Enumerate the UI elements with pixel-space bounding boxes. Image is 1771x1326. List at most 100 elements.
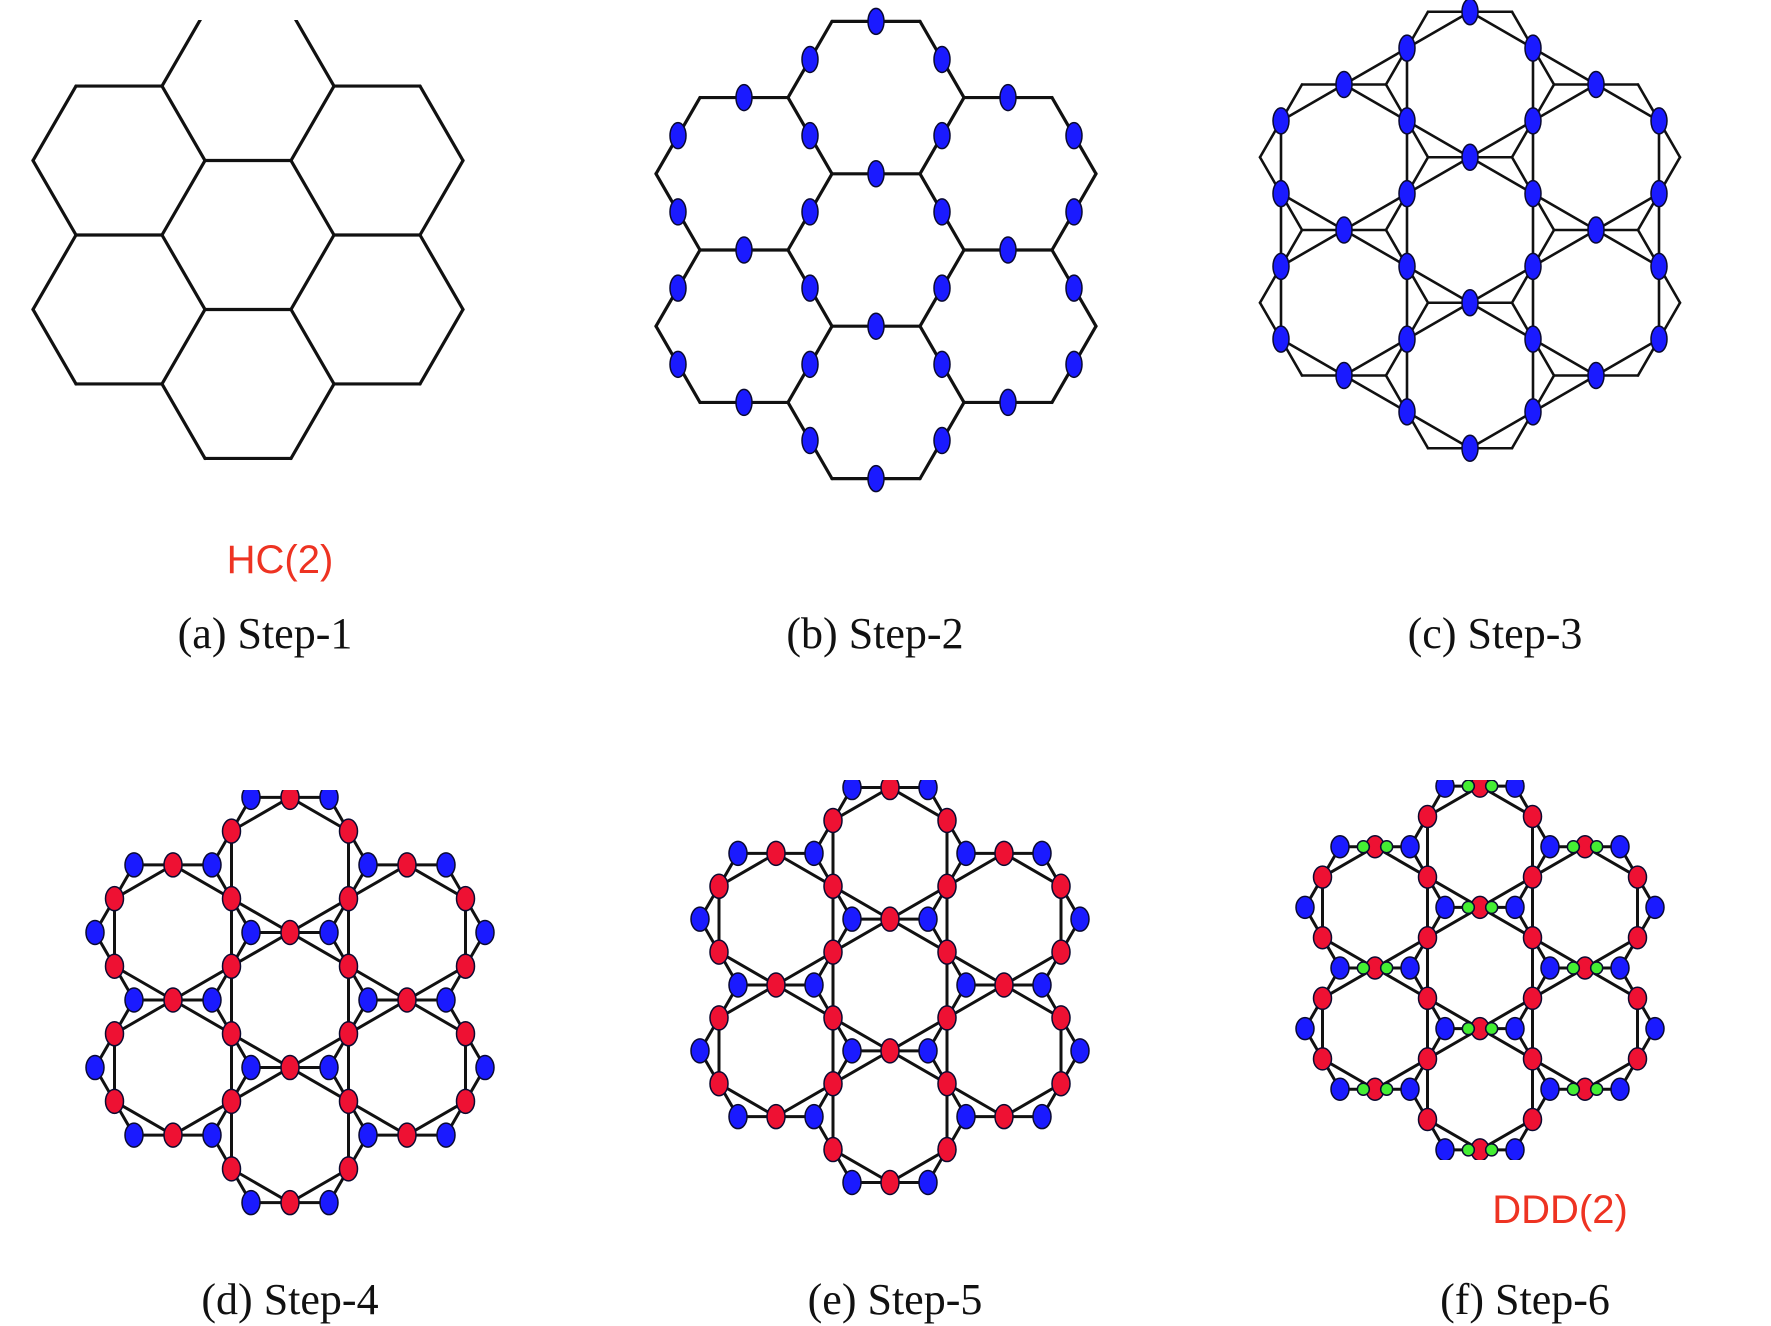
line-graph-edge [1342, 192, 1409, 232]
lattice-edge [288, 1066, 350, 1103]
blue-vertex [842, 1038, 862, 1064]
blue-vertex [436, 1122, 456, 1148]
blue-vertex [241, 790, 261, 811]
lattice-edge [171, 964, 233, 1002]
blue-vertex [202, 852, 222, 878]
line-graph-edge [1279, 228, 1346, 268]
blue-vertex [202, 1122, 222, 1148]
blue-vertex [241, 1189, 261, 1216]
green-vertex [1356, 840, 1371, 854]
blue-vertex [918, 906, 938, 932]
line-graph-vertex [1272, 252, 1290, 281]
subdivision-vertex [933, 274, 951, 302]
line-graph-edge [1342, 228, 1409, 268]
line-graph-edge [1531, 228, 1598, 268]
blue-vertex [319, 790, 339, 811]
red-vertex [1522, 986, 1543, 1011]
line-graph-edge [1468, 265, 1535, 305]
line-graph-vertex [1461, 143, 1479, 172]
lattice-edge [288, 795, 350, 833]
line-graph-vertex [1398, 107, 1416, 135]
blue-vertex [124, 1122, 144, 1148]
lattice-edge [888, 1016, 949, 1053]
red-vertex [823, 1136, 843, 1163]
panel-f-step6-graph [1295, 780, 1665, 1160]
panel-f-tag: DDD(2) [1492, 1188, 1628, 1232]
lattice-edge [1002, 983, 1063, 1020]
blue-vertex [956, 972, 976, 998]
subdivision-vertex [1065, 198, 1083, 226]
lattice-edge [717, 950, 778, 987]
red-vertex [994, 972, 1014, 998]
lattice-edge [288, 930, 350, 968]
lattice-edge [347, 1099, 409, 1137]
subdivision-vertex [669, 274, 687, 302]
red-vertex [1522, 1047, 1543, 1071]
lattice-edge [347, 964, 409, 1002]
red-vertex [104, 1088, 125, 1115]
blue-vertex [956, 1103, 976, 1130]
blue-vertex [319, 919, 339, 946]
honeycomb-edge [289, 382, 336, 461]
red-vertex [455, 1088, 476, 1115]
blue-vertex [1610, 1077, 1630, 1101]
blue-vertex [319, 1189, 339, 1216]
subdivision-vertex [735, 83, 753, 112]
subdivision-vertex [1065, 121, 1083, 150]
line-graph-vertex [1524, 179, 1542, 208]
blue-vertex [85, 919, 105, 946]
honeycomb-edge [289, 307, 336, 386]
red-vertex [455, 1021, 476, 1047]
honeycomb-edge [31, 233, 78, 312]
lattice-edge [171, 1099, 233, 1137]
lattice-edge [774, 851, 835, 888]
blue-vertex [1540, 835, 1560, 859]
green-vertex [1589, 1082, 1604, 1096]
red-vertex [338, 885, 359, 912]
red-vertex [397, 1122, 417, 1148]
blue-vertex [1295, 895, 1315, 920]
red-vertex [221, 1021, 242, 1047]
panel-b-caption: (b) Step-2 [786, 609, 964, 658]
lattice-edge [717, 851, 778, 888]
blue-vertex [1032, 1103, 1052, 1130]
subdivision-vertex [933, 198, 951, 226]
blue-vertex [436, 987, 456, 1013]
panel-f-caption: (f) Step-6 [1440, 1275, 1610, 1324]
green-vertex [1356, 1082, 1371, 1096]
honeycomb-edge [160, 158, 207, 237]
line-graph-edge [1342, 83, 1409, 123]
red-vertex [880, 780, 900, 801]
blue-vertex [804, 972, 824, 998]
lattice-edge [405, 998, 467, 1036]
red-vertex [823, 873, 843, 900]
green-vertex [1566, 961, 1581, 975]
honeycomb-edge [289, 233, 336, 312]
subdivision-vertex [669, 121, 687, 150]
subdivision-vertex [801, 121, 819, 150]
blue-vertex [1400, 835, 1420, 859]
line-graph-edge [1405, 119, 1472, 159]
blue-vertex [1435, 895, 1455, 920]
blue-vertex [918, 1038, 938, 1064]
red-vertex [163, 1122, 183, 1148]
red-vertex [1417, 865, 1438, 889]
honeycomb-edge [289, 84, 336, 163]
lattice-edge [405, 1099, 467, 1137]
green-vertex [1461, 900, 1476, 915]
red-vertex [1051, 939, 1071, 965]
blue-vertex [358, 852, 378, 878]
blue-vertex [436, 852, 456, 878]
honeycomb-edge [418, 233, 465, 312]
red-vertex [455, 885, 476, 912]
red-vertex [338, 1088, 359, 1115]
blue-vertex [475, 919, 495, 946]
blue-vertex [1400, 956, 1420, 980]
red-vertex [1417, 925, 1438, 950]
line-graph-vertex [1335, 361, 1353, 390]
lattice-edge [945, 950, 1006, 987]
red-vertex [221, 818, 242, 844]
blue-vertex [358, 1122, 378, 1148]
panel-a-tag: HC(2) [226, 538, 334, 582]
